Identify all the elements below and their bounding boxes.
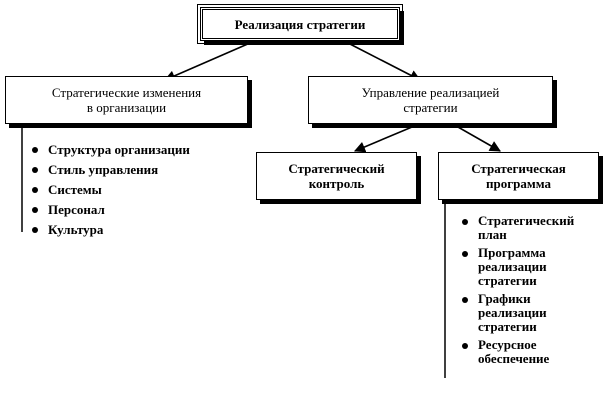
root-label: Реализация стратегии — [234, 16, 366, 32]
list-item: Структура организации — [24, 140, 254, 160]
list-item: Системы — [24, 180, 254, 200]
left-branch-box: Стратегические изменения в организации — [5, 76, 248, 124]
control-label: Стратегический контроль — [288, 161, 385, 191]
list-item: Программа реализации стратегии — [454, 246, 604, 288]
list-item: Графики реализации стратегии — [454, 292, 604, 334]
program-list: Стратегический план Программа реализации… — [454, 214, 604, 370]
root-box: Реализация стратегии — [197, 4, 403, 44]
list-item: Стиль управления — [24, 160, 254, 180]
arrow-root-to-left — [163, 42, 251, 82]
arrow-right-to-control — [353, 126, 413, 153]
list-item: Персонал — [24, 200, 254, 220]
list-item: Культура — [24, 220, 254, 240]
control-box: Стратегический контроль — [256, 152, 417, 200]
left-branch-list: Структура организации Стиль управления С… — [24, 140, 254, 240]
program-box: Стратегическая программа — [438, 152, 599, 200]
program-label: Стратегическая программа — [471, 161, 566, 191]
right-branch-box: Управление реализацией стратегии — [308, 76, 553, 124]
arrow-right-to-program — [457, 126, 501, 152]
arrow-root-to-right — [347, 42, 421, 81]
list-item: Стратегический план — [454, 214, 604, 242]
left-branch-label: Стратегические изменения в организации — [51, 85, 202, 115]
list-item: Ресурсное обеспечение — [454, 338, 604, 366]
right-branch-label: Управление реализацией стратегии — [361, 85, 500, 115]
